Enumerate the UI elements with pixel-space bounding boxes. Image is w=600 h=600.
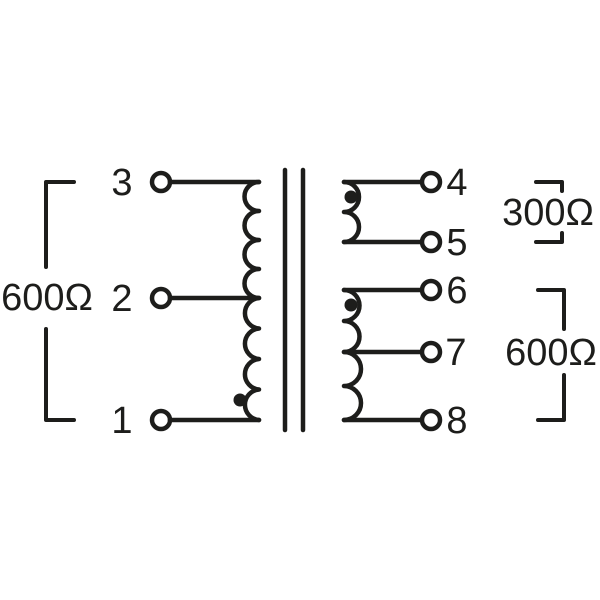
terminal-3-label: 3 <box>111 162 132 204</box>
secondary-top-winding-coil <box>341 179 362 245</box>
secondary-top-bracket-lower <box>534 231 564 244</box>
secondary-top-phase-dot <box>344 190 358 204</box>
terminal-8-pin <box>419 408 443 432</box>
terminal-3-pin <box>149 170 173 194</box>
terminal-6-label: 6 <box>446 270 467 312</box>
primary-phase-dot <box>233 393 247 407</box>
terminal-4-pin <box>419 170 443 194</box>
terminal-4-label: 4 <box>446 162 467 204</box>
secondary-bottom-bracket-lower <box>536 373 566 422</box>
secondary-bottom-impedance-label: 600Ω <box>505 332 597 374</box>
terminal-1-label: 1 <box>111 400 132 442</box>
terminal-8-label: 8 <box>446 400 467 442</box>
secondary-bottom-bracket-upper <box>536 288 566 331</box>
terminal-2-label: 2 <box>111 278 132 320</box>
primary-impedance-bracket-upper <box>44 180 76 269</box>
secondary-bottom-phase-dot <box>344 298 358 312</box>
terminal-1-pin <box>149 408 173 432</box>
primary-impedance-bracket-lower <box>44 327 76 422</box>
terminal-7-pin <box>419 340 443 364</box>
terminal-6-pin <box>419 278 443 302</box>
secondary-top-bracket-upper <box>534 180 564 193</box>
primary-winding-coil <box>242 179 262 423</box>
terminal-2-pin <box>149 286 173 310</box>
secondary-top-impedance-label: 300Ω <box>502 192 594 234</box>
terminal-5-pin <box>419 230 443 254</box>
terminal-7-label: 7 <box>445 332 466 374</box>
terminal-5-label: 5 <box>446 222 467 264</box>
primary-impedance-label: 600Ω <box>1 277 93 319</box>
